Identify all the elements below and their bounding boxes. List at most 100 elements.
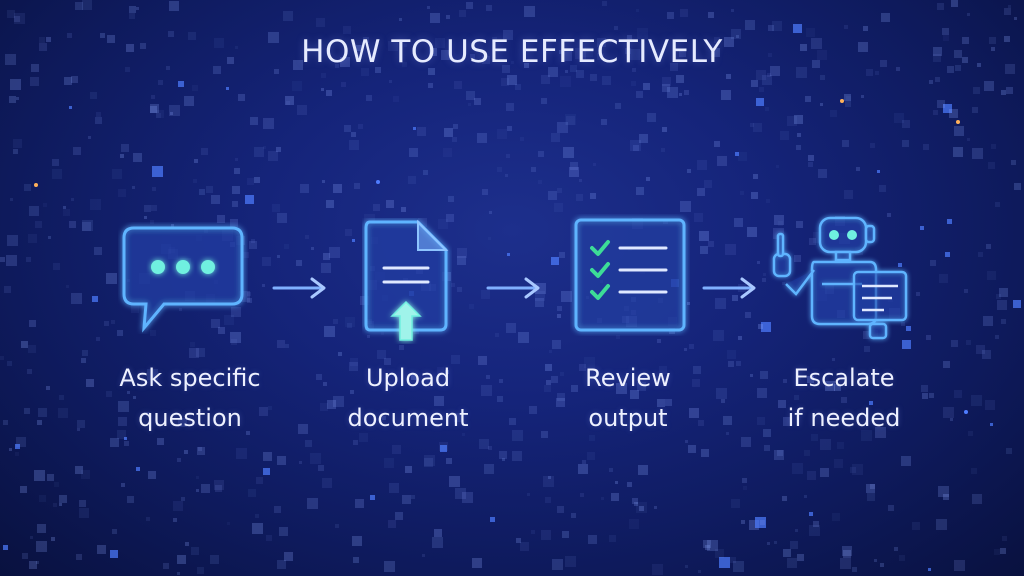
bg-pixel [66,285,69,288]
bg-pixel [191,547,199,555]
bg-pixel [59,495,67,503]
bg-pixel [499,379,503,383]
bg-pixel [481,290,490,299]
bg-pixel [492,37,497,42]
bg-pixel [898,263,902,267]
bg-pixel [527,493,530,496]
bg-pixel [276,147,281,152]
bg-pixel [404,44,407,47]
bg-pixel [846,96,851,101]
bg-pixel [1004,36,1010,42]
bg-pixel [90,92,97,99]
bg-pixel [870,143,875,148]
bg-pixel [454,81,462,89]
bg-pixel [136,7,139,10]
bg-pixel [511,61,514,64]
bg-pixel [867,493,875,501]
bg-pixel [928,568,931,571]
bg-pixel [246,431,250,435]
bg-pixel [320,403,328,411]
bg-pixel [937,100,945,108]
bg-pixel [399,345,404,350]
bg-pixel [541,98,547,104]
bg-pixel [307,498,318,509]
bg-pixel [968,431,973,436]
bg-pixel [923,144,929,150]
bg-pixel [449,476,460,487]
bg-pixel [548,191,557,200]
bg-pixel [877,170,880,173]
bg-sparkle [376,180,380,184]
bg-pixel [943,494,949,500]
bg-pixel [340,57,350,67]
bg-pixel [247,292,251,296]
bg-pixel [687,169,691,173]
bg-pixel [326,90,332,96]
bg-pixel [76,554,82,560]
bg-pixel [985,400,995,410]
bg-pixel [637,382,646,391]
bg-pixel [152,166,163,177]
bg-pixel [124,441,129,446]
bg-pixel [272,204,280,212]
bg-sparkle [34,183,38,187]
bg-pixel [178,418,187,427]
bg-pixel [311,247,314,250]
bg-pixel [679,93,682,96]
bg-pixel [388,520,396,528]
bg-pixel [210,555,219,564]
bg-pixel [486,375,490,379]
bg-pixel [685,565,688,568]
bg-pixel [571,513,576,518]
bg-pixel [580,493,584,497]
bg-pixel [285,344,289,348]
bg-pixel [734,218,743,227]
bg-pixel [177,555,186,564]
bg-pixel [106,273,117,284]
bg-pixel [445,370,449,374]
bg-pixel [938,486,949,497]
bg-pixel [751,192,758,199]
bg-pixel [300,184,309,193]
bg-pixel [29,561,37,569]
bg-pixel [563,147,574,158]
bg-pixel [647,113,656,122]
bg-pixel [844,25,848,29]
bg-pixel [841,397,847,403]
bg-pixel [639,506,644,511]
bg-pixel [322,478,332,488]
bg-pixel [126,44,134,52]
step-label-escalate: Escalate if needed [749,358,939,438]
bg-pixel [716,388,727,399]
bg-pixel [707,540,718,551]
bg-pixel [864,346,870,352]
bg-pixel [226,87,229,90]
bg-pixel [277,213,287,223]
step-label-line: Upload [365,364,451,392]
bg-pixel [1014,183,1021,190]
bg-pixel [662,77,671,86]
bg-pixel [800,44,807,51]
step-label-line: output [588,404,668,432]
document-upload-icon [364,219,449,341]
bg-pixel [248,489,256,497]
bg-pixel [758,324,763,329]
bg-pixel [726,74,731,79]
bg-pixel [551,133,560,142]
bg-pixel [506,323,516,333]
bg-pixel [629,49,640,60]
bg-pixel [808,162,813,167]
bg-pixel [97,545,106,554]
bg-pixel [121,483,125,487]
bg-pixel [697,160,707,170]
bg-pixel [230,219,238,227]
bg-pixel [935,77,940,82]
bg-pixel [559,252,565,258]
bg-pixel [579,364,586,371]
bg-pixel [457,256,466,265]
bg-pixel [96,112,101,117]
bg-pixel [401,207,406,212]
bg-pixel [181,497,185,501]
bg-pixel [79,508,89,518]
